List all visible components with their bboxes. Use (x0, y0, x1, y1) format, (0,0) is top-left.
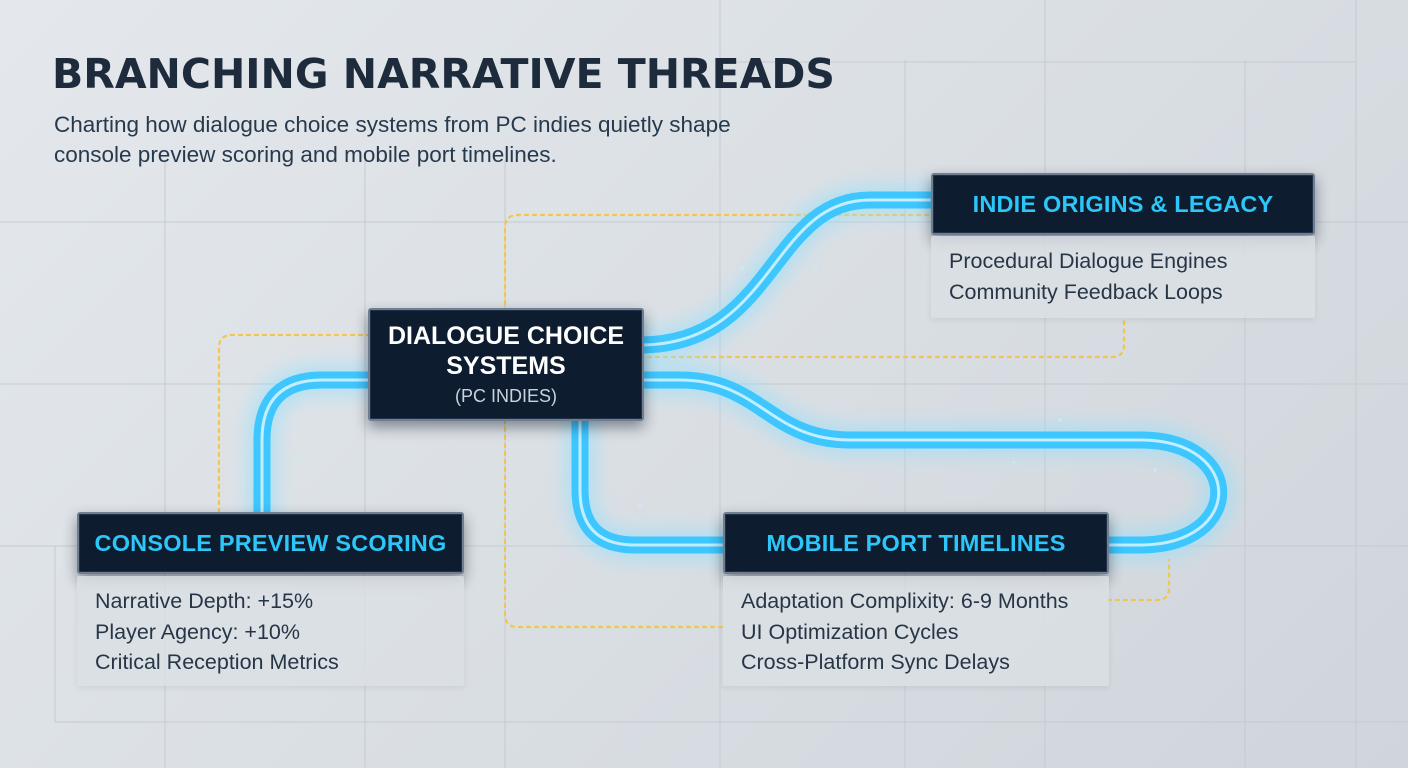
center-node-line2: SYSTEMS (446, 351, 566, 380)
indie-item-2: Community Feedback Loops (949, 279, 1223, 304)
dotted-link-indie-top (503, 213, 937, 322)
mobile-timelines-node[interactable]: MOBILE PORT TIMELINES (723, 512, 1109, 574)
console-scoring-title: CONSOLE PREVIEW SCORING (94, 529, 447, 556)
page-title: BRANCHING NARRATIVE THREADS (52, 50, 835, 98)
indie-origins-node[interactable]: INDIE ORIGINS & LEGACY (931, 173, 1315, 235)
console-scoring-details: Narrative Depth: +15% Player Agency: +10… (77, 576, 464, 686)
dotted-link-console (217, 333, 372, 517)
console-scoring-node[interactable]: CONSOLE PREVIEW SCORING (77, 512, 464, 574)
console-item-2: Player Agency: +10% (95, 619, 300, 644)
mobile-item-3: Cross-Platform Sync Delays (741, 650, 1010, 674)
dotted-links (217, 213, 1171, 629)
mobile-timelines-details: Adaptation Complixity: 6-9 Months UI Opt… (723, 576, 1109, 686)
page-subtitle: Charting how dialogue choice systems fro… (54, 112, 731, 167)
mobile-item-1: Adaptation Complixity: 6-9 Months (741, 589, 1069, 613)
sparkles (298, 266, 1157, 507)
center-node[interactable]: DIALOGUE CHOICE SYSTEMS (PC INDIES) (368, 308, 644, 421)
mobile-item-2: UI Optimization Cycles (741, 619, 959, 644)
indie-item-1: Procedural Dialogue Engines (949, 249, 1228, 273)
console-item-3: Critical Reception Metrics (95, 650, 339, 674)
dotted-link-mobile-loop (1106, 558, 1171, 602)
indie-origins-title: INDIE ORIGINS & LEGACY (972, 190, 1274, 217)
dotted-link-center-mobile (503, 418, 727, 629)
console-item-1: Narrative Depth: +15% (95, 589, 314, 613)
center-node-line1: DIALOGUE CHOICE (387, 321, 625, 350)
indie-origins-details: Procedural Dialogue Engines Community Fe… (931, 236, 1315, 318)
mobile-timelines-title: MOBILE PORT TIMELINES (766, 529, 1066, 556)
center-node-line3: (PC INDIES) (454, 385, 557, 406)
thread-center-console (253, 371, 379, 524)
dotted-link-indie-return (638, 316, 1126, 359)
